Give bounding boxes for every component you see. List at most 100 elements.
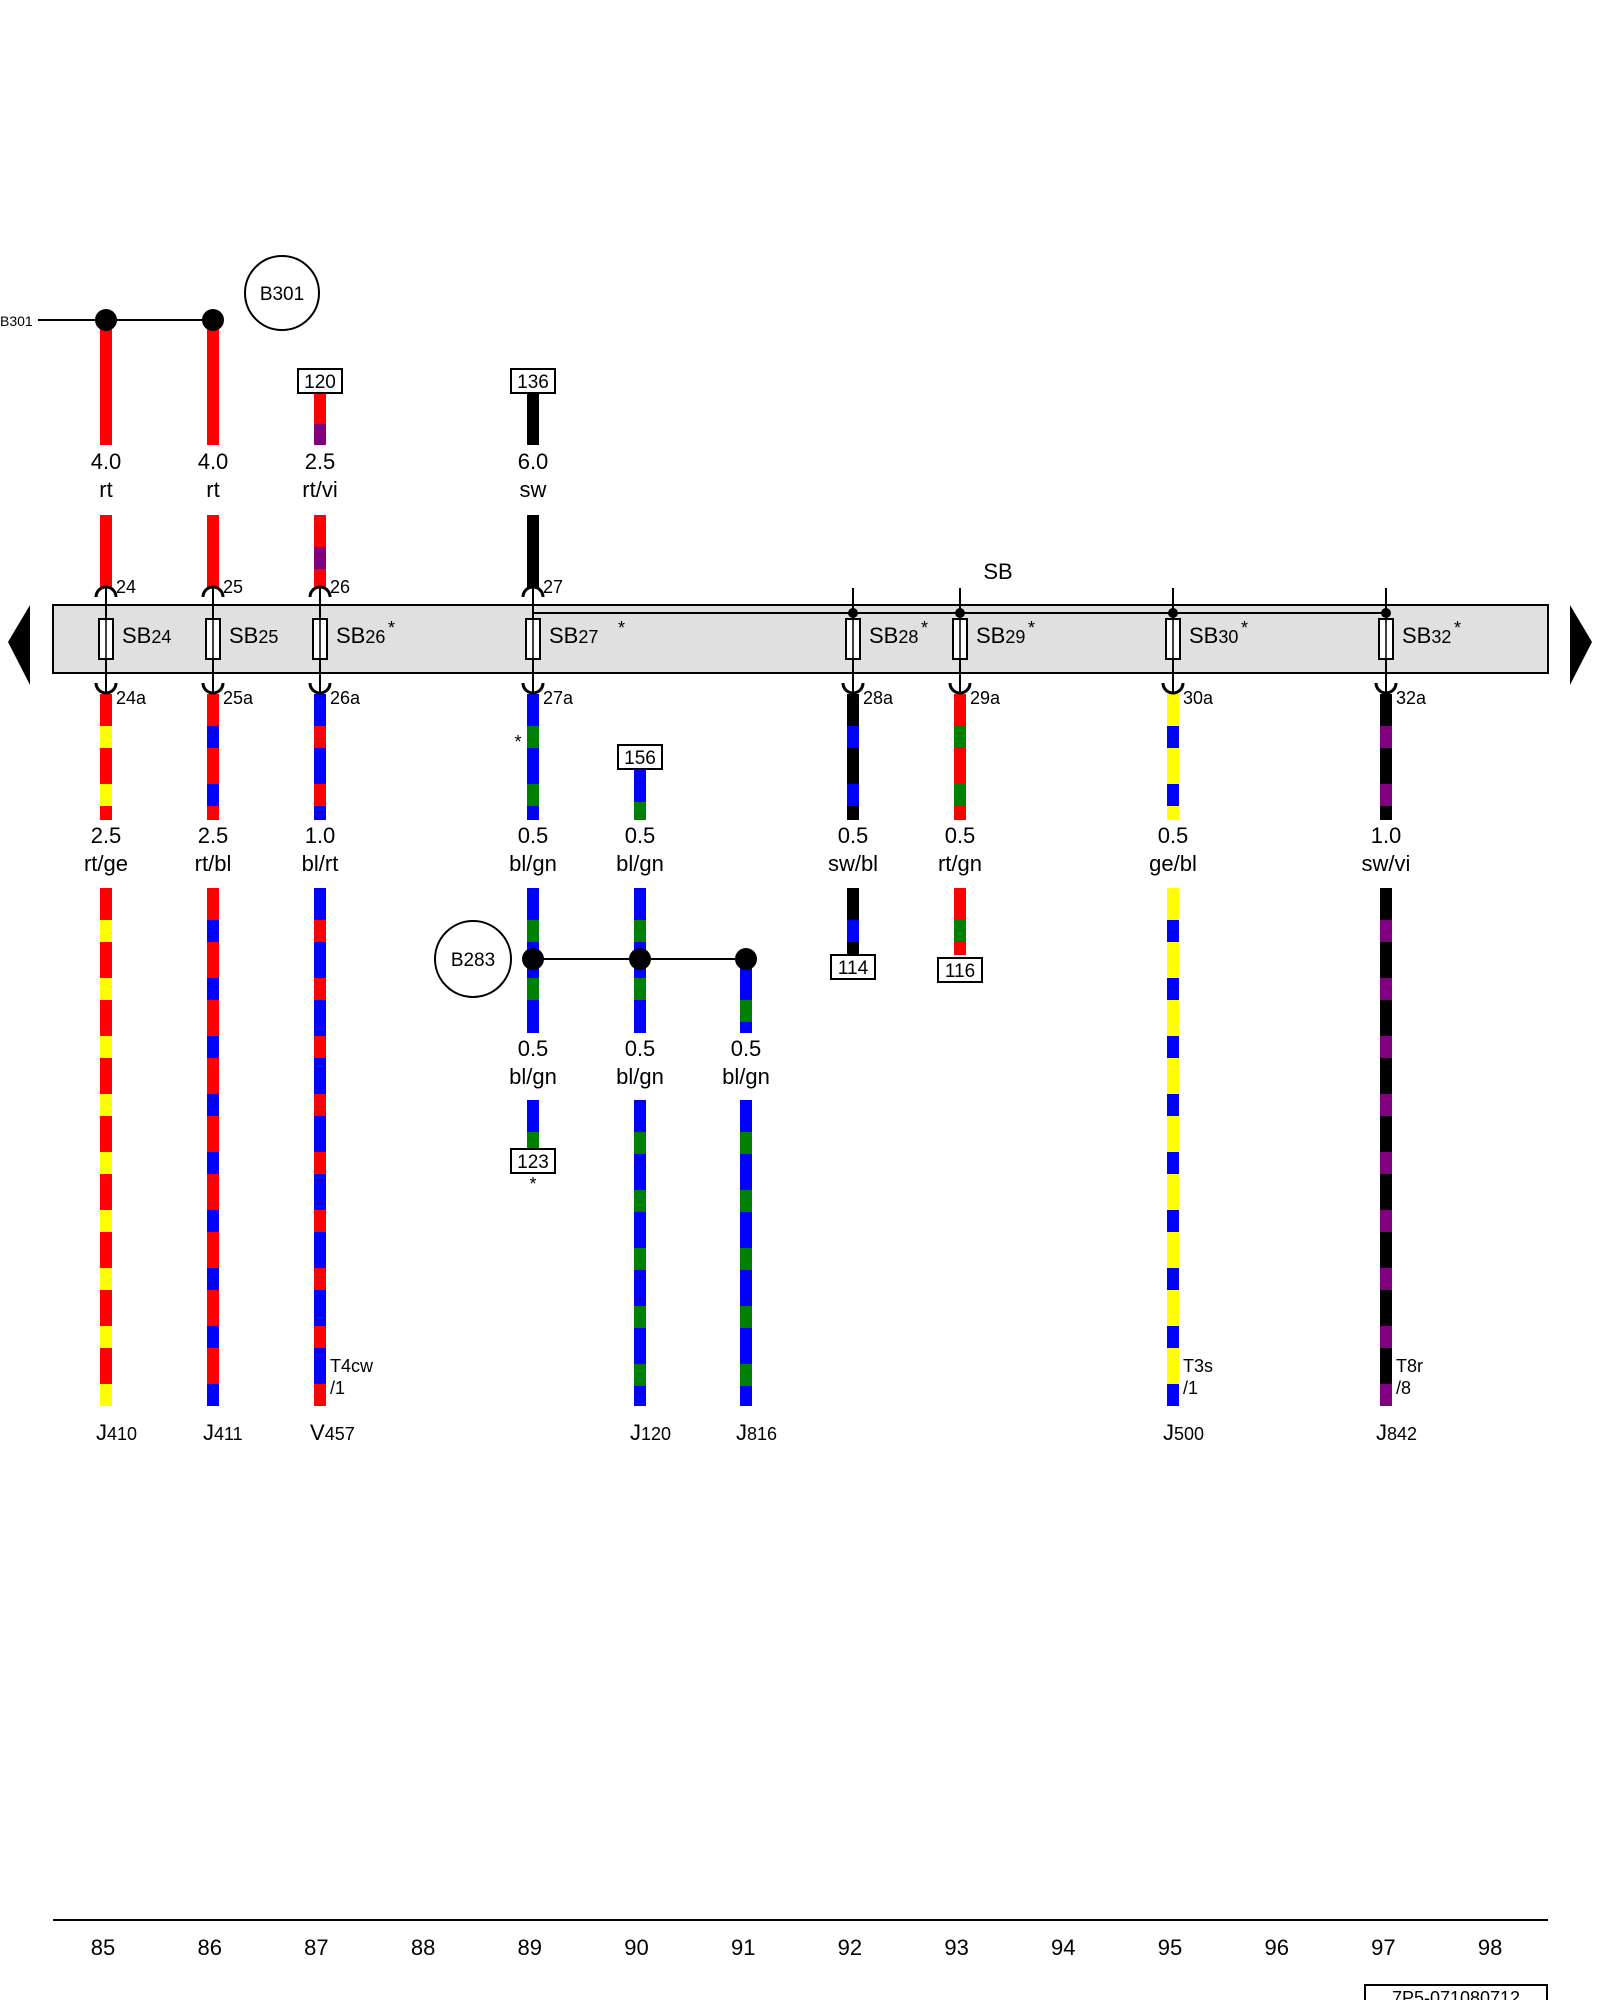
column-number: 88	[411, 1935, 435, 1960]
fuse-star-SB27: *	[618, 618, 625, 638]
diagram-id: 7P5-071080712	[1392, 1988, 1520, 2000]
component-letter: J	[630, 1420, 641, 1445]
lower-wire-6-stripe	[847, 784, 859, 806]
bus-junction-SB30	[1168, 608, 1178, 618]
fuse-prefix: SB	[229, 623, 258, 648]
component-letter: J	[203, 1420, 214, 1445]
wire-to-v457-stripe	[314, 1036, 326, 1058]
upper-wire-1b	[100, 515, 112, 588]
column-number: 85	[91, 1935, 115, 1960]
wire-to-j500-stripe	[1167, 1152, 1179, 1174]
lower-wire-label-9-color: sw/vi	[1362, 851, 1411, 876]
bus-circle-label: B301	[260, 284, 304, 305]
connector-pin-T4cw: /1	[330, 1378, 345, 1398]
wire-to-116-stripe	[954, 920, 966, 942]
branch-wire-label-1-color: bl/gn	[509, 1064, 557, 1089]
splice-circle	[434, 920, 512, 998]
fuse-layer	[94, 585, 1398, 695]
wire-to-j500-stripe	[1167, 1094, 1179, 1116]
terminal-28a: 28a	[863, 688, 894, 708]
component-letter: J	[1376, 1420, 1387, 1445]
fuse-label-SB30: SB30	[1189, 623, 1238, 648]
upper-wire-label-3-color: rt/vi	[302, 477, 337, 502]
component-number: 842	[1387, 1424, 1417, 1444]
component-number: 411	[214, 1424, 243, 1444]
ref-114-box	[830, 954, 876, 980]
fuse-number: 28	[898, 627, 918, 647]
fuse-prefix: SB	[1189, 623, 1218, 648]
component-J842[interactable]: J842	[1376, 1420, 1417, 1445]
scroll-left-arrow-icon[interactable]	[8, 605, 30, 685]
splice-node-1	[522, 948, 544, 970]
wire-to-j411-stripe	[207, 1094, 219, 1116]
fuse-star-SB30: *	[1241, 618, 1248, 638]
fuse-label-SB32: SB32	[1402, 623, 1451, 648]
fuse-number: 26	[365, 627, 385, 647]
terminal-arc-27a	[521, 682, 545, 695]
component-letter: V	[310, 1420, 325, 1445]
component-letter: J	[736, 1420, 747, 1445]
ref-156-box	[617, 744, 663, 770]
fuse-prefix: SB	[336, 623, 365, 648]
lower-wire-1-stripe	[100, 726, 112, 748]
terminal-arc-24a	[94, 682, 118, 695]
lower-wire-label-2-color: rt/bl	[195, 851, 232, 876]
wire-to-114-stripe	[847, 920, 859, 942]
ref-116: 116	[945, 961, 975, 982]
splice-circle-label: B283	[451, 950, 495, 971]
terminal-arc-24	[94, 585, 118, 598]
wire-to-j500-stripe	[1167, 1384, 1179, 1406]
column-number: 93	[944, 1935, 968, 1960]
scroll-right-arrow-icon[interactable]	[1570, 605, 1592, 685]
upper-wire-label-4-color: sw	[520, 477, 547, 502]
terminal-27: 27	[543, 577, 563, 597]
lower-wire-label-1-size: 2.5	[91, 823, 122, 848]
terminal-30a: 30a	[1183, 688, 1214, 708]
wire-to-j842-stripe	[1380, 1094, 1392, 1116]
component-J410[interactable]: J410	[96, 1420, 137, 1445]
lower-wire-label-8-size: 0.5	[1158, 823, 1189, 848]
lower-wire-9-stripe	[1380, 726, 1392, 748]
fuse-star-SB29: *	[1028, 618, 1035, 638]
lower-wire-5-stripe	[634, 802, 646, 820]
terminal-26: 26	[330, 577, 350, 597]
fuse-prefix: SB	[122, 623, 151, 648]
fuse-carrier-label: SB	[983, 559, 1012, 584]
upper-wire-2	[207, 320, 219, 445]
fuse-prefix: SB	[549, 623, 578, 648]
wire-to-j411-stripe	[207, 1268, 219, 1290]
branch-wire-label-3-color: bl/gn	[722, 1064, 770, 1089]
lower-wire-label-5-color: bl/gn	[616, 851, 664, 876]
bus-label: B301	[0, 313, 33, 329]
component-J500[interactable]: J500	[1163, 1420, 1204, 1445]
wire-to-v457-stripe	[314, 1210, 326, 1232]
lower-wire-8-stripe	[1167, 726, 1179, 748]
component-J816[interactable]: J816	[736, 1420, 777, 1445]
bus-circle	[244, 255, 320, 331]
terminal-arc-28a	[841, 682, 865, 695]
column-number: 89	[518, 1935, 542, 1960]
fuse-number: 32	[1431, 627, 1451, 647]
lower-wire-label-5-size: 0.5	[625, 823, 656, 848]
wire-to-j816-stripe	[740, 1248, 752, 1270]
upper-wire-3-stripe	[314, 424, 326, 445]
wire-to-j411-stripe	[207, 1152, 219, 1174]
component-J120[interactable]: J120	[630, 1420, 671, 1445]
column-number: 86	[197, 1935, 221, 1960]
component-V457[interactable]: V457	[310, 1420, 355, 1445]
terminal-arc-27	[521, 585, 545, 598]
component-J411[interactable]: J411	[203, 1420, 243, 1445]
connector-pin-T3s: /1	[1183, 1378, 1198, 1398]
wire-to-j842-stripe	[1380, 1326, 1392, 1348]
fuse-carrier-sb	[52, 604, 1549, 674]
lower-wire-label-7-size: 0.5	[945, 823, 976, 848]
lower-wire-label-4-color: bl/gn	[509, 851, 557, 876]
wire-to-j120-stripe	[634, 1132, 646, 1154]
wire-to-j816-stripe	[740, 1364, 752, 1386]
terminal-24a: 24a	[116, 688, 147, 708]
branch-wire-label-2-size: 0.5	[625, 1036, 656, 1061]
fuse-star-SB28: *	[921, 618, 928, 638]
wire-to-j500-stripe	[1167, 1268, 1179, 1290]
